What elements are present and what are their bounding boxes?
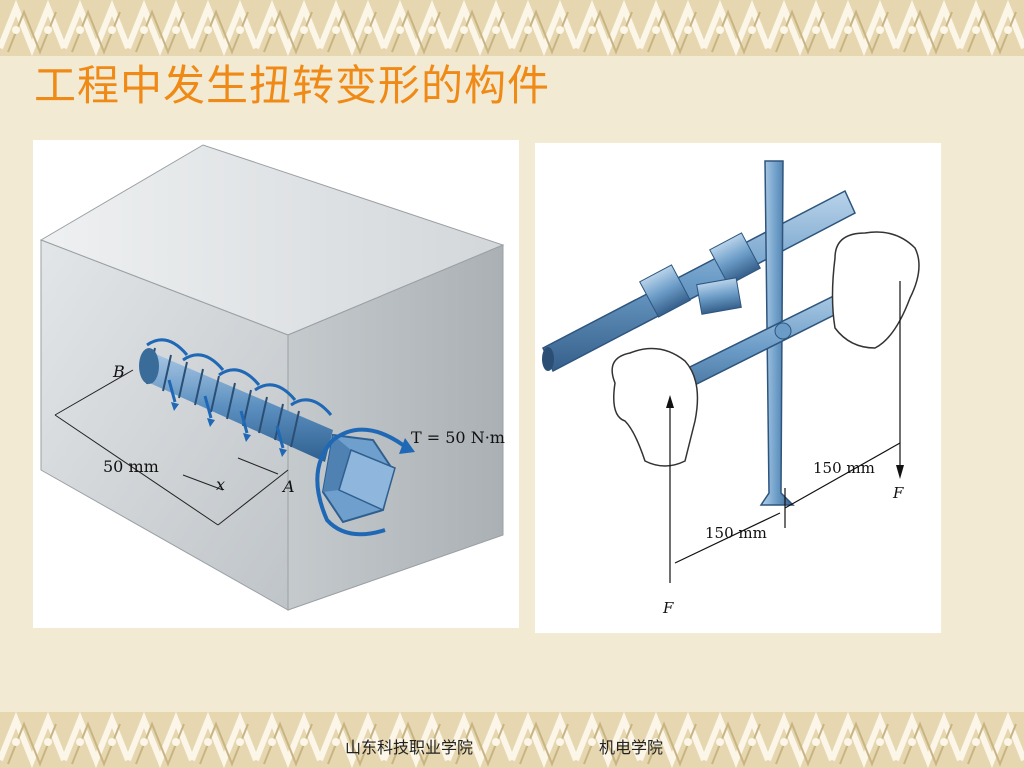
cross-wrench-illustration: F F 150 mm 150 mm	[542, 160, 920, 617]
dimension-lines	[54, 369, 289, 526]
torque-label: T = 50 N·m	[411, 428, 505, 447]
cross-wrench-figure: F F 150 mm 150 mm	[535, 143, 941, 633]
bolt-torsion-figure: B A x 50 mm T = 50 N·m	[33, 140, 519, 628]
dimension-left-150mm: 150 mm	[705, 524, 767, 542]
pipe	[542, 189, 856, 373]
tee-fitting	[696, 277, 742, 315]
shank-end	[139, 348, 159, 384]
footer-pattern-band	[0, 712, 1024, 768]
threaded-shank	[139, 347, 333, 462]
arrow-heads	[171, 402, 287, 457]
pipe-open-end	[542, 347, 554, 371]
dimension-50mm: 50 mm	[103, 457, 159, 476]
header-pattern	[0, 0, 1024, 56]
footer-pattern	[0, 712, 1024, 768]
footer-school: 山东科技职业学院	[345, 738, 474, 757]
force-left-label: F	[662, 599, 674, 617]
force-lines	[669, 281, 901, 583]
right-hand	[831, 231, 920, 349]
shear-stress-arrows	[146, 338, 333, 449]
bolt-block-illustration: B A x 50 mm T = 50 N·m	[39, 144, 505, 611]
footer-department: 机电学院	[599, 738, 664, 757]
dimension-right-150mm: 150 mm	[813, 459, 875, 477]
pipe-fitting-2	[709, 232, 761, 286]
torque-arrow	[315, 427, 415, 537]
label-a: A	[281, 477, 295, 496]
force-right-label: F	[892, 484, 904, 502]
header-pattern-band	[0, 0, 1024, 56]
pipe-fitting-1	[639, 264, 691, 318]
slide-title: 工程中发生扭转变形的构件	[34, 61, 551, 110]
label-b: B	[112, 362, 125, 381]
hex-bolt-head	[321, 433, 396, 524]
left-hand	[611, 347, 699, 467]
force-arrow-up	[666, 395, 674, 408]
force-arrow-down	[896, 465, 904, 479]
label-x: x	[216, 475, 225, 494]
wrench-center-hub	[774, 322, 792, 340]
